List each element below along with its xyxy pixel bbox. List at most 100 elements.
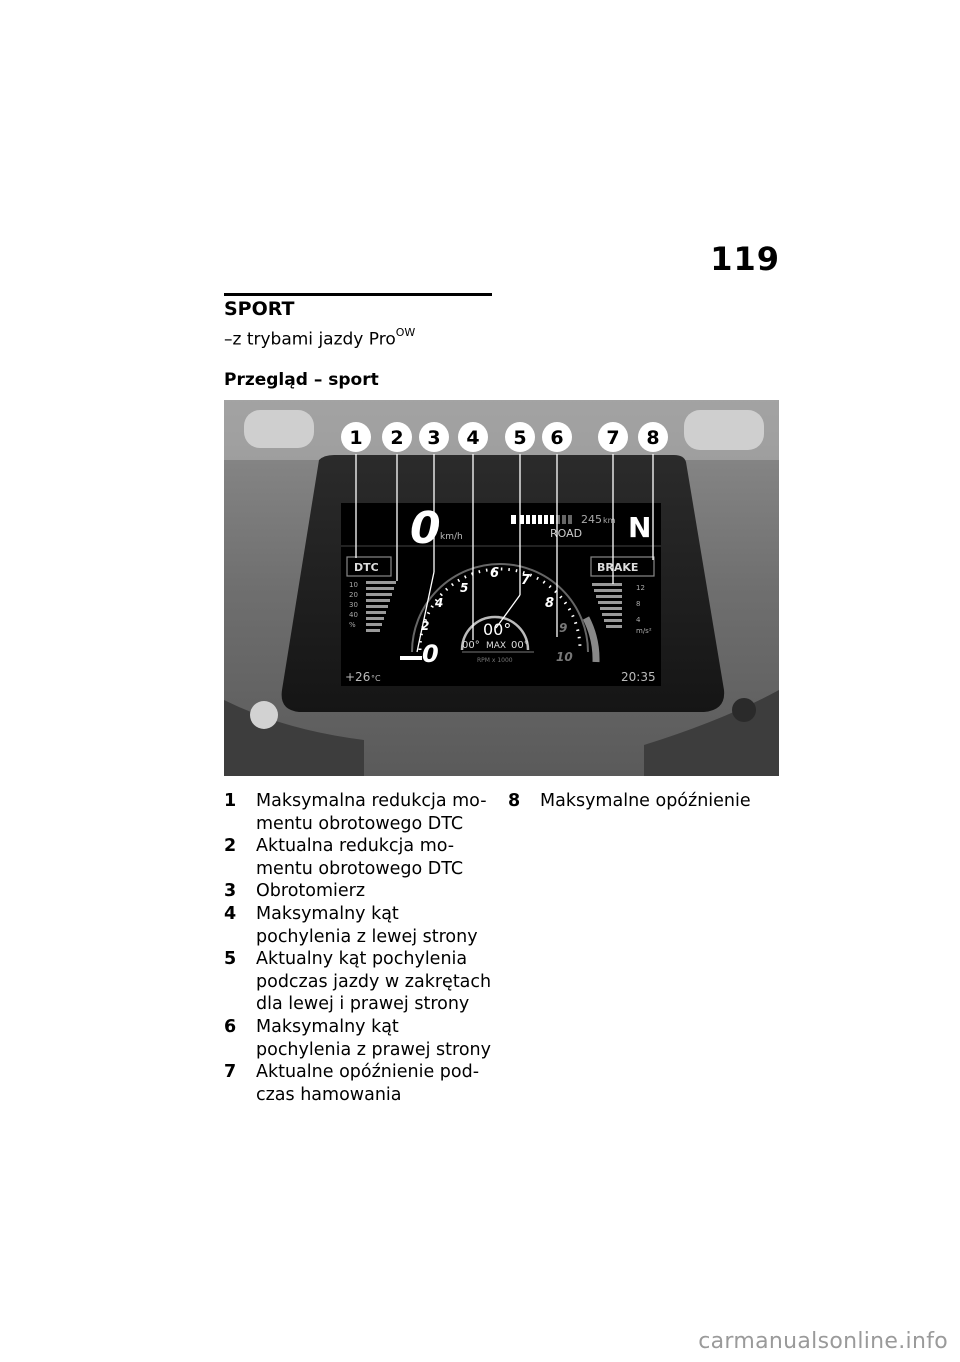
dtc-tick-30: 30 — [349, 601, 358, 609]
dashboard-figure: 0 km/h 245 km ROAD N DTC 10 20 30 40 % — [224, 400, 779, 776]
callout-7: 7 — [598, 422, 628, 452]
legend-text: Maksymalny kąt pochylenia z lewej strony — [256, 903, 478, 947]
temperature-unit: °C — [371, 674, 381, 683]
overview-heading: Przegląd – sport — [224, 370, 379, 390]
callout-8: 8 — [638, 422, 668, 452]
callout-6-label: 6 — [550, 427, 563, 449]
bottom-gear-value: 0 — [422, 640, 439, 668]
callout-4-label: 4 — [466, 427, 479, 449]
callout-1: 1 — [341, 422, 371, 452]
subtitle-text: –z trybami jazdy Pro — [224, 329, 396, 350]
rpm-10: 10 — [556, 650, 573, 664]
rpm-6: 6 — [490, 566, 499, 581]
gear-bar — [400, 656, 422, 660]
legend-text: Aktualna redukcja mo-mentu obrotowego DT… — [256, 836, 464, 879]
page-number: 119 — [710, 240, 780, 278]
lean-right-max: 00° — [511, 640, 529, 651]
callout-5: 5 — [505, 422, 535, 452]
rpm-7: 7 — [521, 573, 531, 588]
brake-tick-4: 4 — [636, 616, 641, 624]
callout-1-label: 1 — [349, 427, 362, 449]
rpm-2: 2 — [421, 619, 429, 633]
lean-left-max: 00° — [462, 640, 480, 651]
legend-number: 8 — [508, 791, 521, 811]
gear-indicator: N — [628, 511, 651, 544]
left-bolt — [250, 701, 278, 729]
rpm-labels: 2 4 5 6 7 8 9 10 — [421, 566, 573, 664]
dtc-tick-20: 20 — [349, 591, 358, 599]
fuel-bars — [511, 515, 572, 524]
legend-number: 4 — [224, 903, 237, 924]
legend-number: 7 — [224, 1062, 237, 1083]
callout-2: 2 — [382, 422, 412, 452]
rpm-9: 9 — [559, 621, 567, 635]
callout-3-label: 3 — [427, 427, 440, 449]
legend-item-1: 1 Maksymalna redukcja mo-mentu obrotowego… — [224, 790, 492, 835]
brake-scale: 12 8 4 m/s² — [636, 584, 652, 635]
rpm-8: 8 — [545, 596, 554, 611]
legend-text: Aktualne opóźnienie pod-czas hamowania — [256, 1062, 480, 1105]
legend-item-8: 8 Maksymalne opóźnienie — [508, 790, 778, 813]
brake-box — [590, 556, 655, 577]
subtitle-superscript: OW — [395, 326, 416, 339]
callout-4: 4 — [458, 422, 488, 452]
dtc-unit: % — [349, 621, 356, 629]
brake-unit: m/s² — [636, 627, 652, 635]
temperature-value: +26 — [345, 670, 370, 684]
legend-text: Maksymalna redukcja mo-mentu obrotowego … — [256, 791, 487, 834]
dtc-label: DTC — [354, 561, 379, 574]
dashboard-illustration: 0 km/h 245 km ROAD N DTC 10 20 30 40 % — [224, 400, 779, 776]
section-rule — [224, 293, 492, 296]
watermark: carmanualsonline.info — [698, 1329, 948, 1354]
legend-number: 6 — [224, 1016, 237, 1037]
legend-number: 3 — [224, 881, 237, 902]
lean-current-value: 00° — [483, 620, 511, 639]
tft-screen — [341, 503, 661, 686]
brake-bars — [592, 583, 622, 628]
callout-5-label: 5 — [513, 427, 526, 449]
clock-time: 20:35 — [621, 670, 656, 684]
brake-label: BRAKE — [597, 561, 638, 574]
brake-tick-12: 12 — [636, 584, 645, 592]
riding-mode: ROAD — [550, 527, 582, 540]
callout-2-label: 2 — [390, 427, 403, 449]
legend-number: 1 — [224, 791, 237, 811]
legend-text: Maksymalny kąt pochylenia z prawej stron… — [256, 1016, 491, 1060]
callout-7-label: 7 — [606, 427, 619, 449]
legend-column-right: 8 Maksymalne opóźnienie — [508, 790, 778, 813]
legend-item-6: 6 Maksymalny kąt pochylenia z prawej stro… — [224, 1016, 492, 1061]
dtc-box — [346, 556, 392, 577]
legend-text: Obrotomierz — [256, 881, 366, 902]
brake-tick-8: 8 — [636, 600, 640, 608]
range-value: 245 — [581, 513, 602, 526]
callout-circles: 1 2 3 4 5 6 7 8 — [341, 422, 668, 452]
callout-8-label: 8 — [646, 427, 659, 449]
legend-number: 5 — [224, 949, 237, 970]
right-mirror-mount — [684, 410, 764, 450]
dtc-scale: 10 20 30 40 % — [349, 581, 358, 629]
rpm-4: 4 — [434, 596, 443, 610]
left-mirror-mount — [244, 410, 314, 448]
callout-leaders — [355, 454, 654, 653]
speed-unit: km/h — [440, 532, 463, 542]
dtc-tick-10: 10 — [349, 581, 358, 589]
lean-max-label: MAX — [486, 641, 506, 651]
subtitle: –z trybami jazdy ProOW — [224, 326, 416, 350]
dtc-tick-40: 40 — [349, 611, 358, 619]
rpm-unit: RPM x 1000 — [477, 657, 513, 664]
range-unit: km — [603, 516, 616, 525]
legend-text: Maksymalne opóźnienie — [540, 791, 751, 811]
lean-angle-arc — [460, 615, 530, 651]
right-knob — [732, 698, 756, 722]
legend-item-7: 7 Aktualne opóźnienie pod-czas hamowania — [224, 1061, 492, 1106]
section-title: SPORT — [224, 298, 295, 320]
legend-item-4: 4 Maksymalny kąt pochylenia z lewej stron… — [224, 903, 492, 948]
rpm-5: 5 — [460, 581, 468, 595]
callout-6: 6 — [542, 422, 572, 452]
callout-3: 3 — [419, 422, 449, 452]
dtc-bars — [366, 581, 396, 632]
redline-band — [582, 616, 600, 663]
legend-column-left: 1 Maksymalna redukcja mo-mentu obrotowego… — [224, 790, 492, 1106]
tachometer-arc — [411, 563, 589, 653]
